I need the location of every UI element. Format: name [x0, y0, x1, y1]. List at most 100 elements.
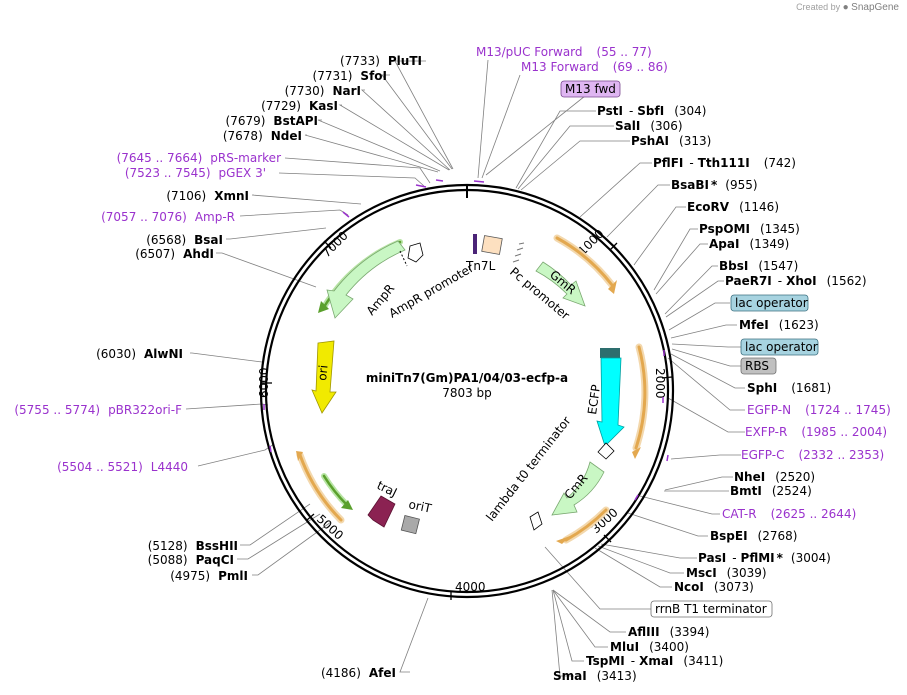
tick-marks: [262, 240, 673, 600]
enzyme-bspei: BspEI(2768): [710, 529, 797, 543]
enzyme-msci: MscI(3039): [686, 566, 767, 580]
enzyme-pspomi-name: PspOMI: [699, 222, 750, 236]
primer-pgex-3: (7523 .. 7545)pGEX 3': [125, 166, 266, 180]
orf-bands: [296, 234, 649, 544]
primer-pbr322ori-f-name: pBR322ori-F: [108, 403, 182, 417]
m13-fwd-box: [560, 80, 621, 98]
lac-operator-box-1: [730, 294, 809, 312]
enzyme-pmli-name: PmlI: [218, 569, 248, 583]
label-traj: traJ: [375, 478, 400, 500]
enzyme-sfoi: (7731)SfoI: [313, 69, 387, 83]
enzyme-bsabi: BsaBI*(955): [671, 178, 758, 192]
plasmid-size: 7803 bp: [442, 386, 492, 400]
boxed-labels: M13 fwd lac operator lac operator RBS rr…: [560, 80, 819, 618]
enzyme-kasi-name: KasI: [309, 99, 338, 113]
primer-prs-marker: (7645 .. 7664) pRS-marker: [117, 151, 281, 165]
credit-prefix: Created by: [796, 2, 841, 12]
enzyme-nari: (7730)NarI: [285, 84, 361, 98]
lambda-t0-terminator-arrow: [597, 442, 615, 460]
enzyme-ndei-name: NdeI: [271, 129, 302, 143]
enzyme-smai: SmaI(3413): [553, 669, 637, 683]
lac-operator-label-2: lac operator: [745, 340, 818, 354]
enzyme-tspmi-pos: (3411): [683, 654, 723, 668]
enzyme-alwni-name: AlwNI: [144, 347, 183, 361]
enzyme-alwni: (6030)AlwNI: [96, 347, 183, 361]
cmr-arrow: [551, 461, 605, 516]
enzyme-sphi-pos: (1681): [791, 381, 831, 395]
enzyme-mfei: MfeI(1623): [739, 318, 819, 332]
enzyme-kasi-pos: (7729): [261, 99, 301, 113]
enzyme-bsai-name: BsaI: [194, 233, 223, 247]
primer-egfp-c: EGFP-C(2332 .. 2353): [741, 448, 884, 462]
enzyme-pluti-pos: (7733): [340, 54, 380, 68]
rrnb-t1-terminator-arrow: [529, 511, 543, 531]
enzyme-afliii-name: AflIII: [628, 625, 660, 639]
enzyme-mlui: MluI(3400): [610, 640, 689, 654]
enzyme-sali-pos: (306): [650, 119, 682, 133]
enzyme-pflfi-name: PflFI: [653, 156, 683, 170]
enzyme-pspomi: PspOMI (1345): [699, 222, 800, 236]
primer-marks: [263, 179, 669, 501]
enzyme-pasi-sep: -: [732, 551, 736, 565]
enzyme-psti-pos: (304): [674, 104, 706, 118]
primer-labels: M13/pUC Forward(55 .. 77) M13 Forward(69…: [14, 45, 890, 521]
tick-6000: 6000: [257, 367, 271, 398]
enzyme-pspomi-pos: (1345): [760, 222, 800, 236]
primer-l4440-name: L4440: [151, 460, 188, 474]
primer-m13-forward: M13 Forward(69 .. 86): [521, 60, 668, 74]
rrnb-t1-terminator-label: rrnB T1 terminator: [655, 602, 767, 616]
enzyme-bstapi-pos: (7679): [226, 114, 266, 128]
enzyme-ahdi-name: AhdI: [183, 247, 214, 261]
primer-exfp-r-name: EXFP-R: [745, 425, 787, 439]
enzyme-xmni-pos: (7106): [166, 189, 206, 203]
enzyme-ahdi: (6507)AhdI: [135, 247, 214, 261]
enzyme-ncoi-pos: (3073): [714, 580, 754, 594]
enzyme-paer7i-name: PaeR7I: [725, 274, 772, 288]
primer-prs-marker-range: (7645 .. 7664): [117, 151, 203, 165]
lac-operator-label-1: lac operator: [735, 296, 808, 310]
enzyme-bsabi-name: BsaBI: [671, 178, 709, 192]
pc-box: [481, 235, 503, 255]
enzyme-paer7i-sep: -: [778, 274, 782, 288]
enzyme-pflfi-tth111i: PflFI-Tth111I(742): [653, 156, 796, 170]
enzyme-labels-right: PstI-SbfI(304) SalI(306) PshAI(313) PflF…: [553, 104, 867, 683]
enzyme-bmti: BmtI(2524): [730, 484, 812, 498]
label-orit: oriT: [407, 497, 433, 516]
enzyme-smai-name: SmaI: [553, 669, 587, 683]
enzyme-bsabi-pos: (955): [725, 178, 757, 192]
enzyme-nhei-pos: (2520): [775, 470, 815, 484]
enzyme-pflfi-pos: (742): [764, 156, 796, 170]
enzyme-apai-name: ApaI: [709, 237, 739, 251]
enzyme-afei-name: AfeI: [369, 666, 396, 680]
ampr-promoter-arrow: [407, 242, 424, 263]
enzyme-nari-name: NarI: [332, 84, 361, 98]
enzyme-afei-pos: (4186): [321, 666, 361, 680]
enzyme-pmli: (4975) PmlI: [170, 569, 248, 583]
enzyme-pshai: PshAI(313): [631, 134, 711, 148]
enzyme-pasi-pos: (3004): [791, 551, 831, 565]
enzyme-bbsi-pos: (1547): [758, 259, 798, 273]
primer-prs-marker-name: pRS-marker: [210, 151, 281, 165]
label-tn7l: Tn7L: [465, 259, 496, 273]
enzyme-paqci: (5088)PaqCI: [148, 553, 234, 567]
primer-cat-r: CAT-R(2625 .. 2644): [722, 507, 856, 521]
primer-egfp-n-name: EGFP-N: [747, 403, 791, 417]
enzyme-afliii-pos: (3394): [670, 625, 710, 639]
enzyme-pflfi-sep: -: [689, 156, 693, 170]
primer-amp-r: (7057 .. 7076)Amp-R: [101, 210, 235, 224]
enzyme-pflmi-mark: *: [777, 551, 784, 565]
enzyme-psti-name: PstI: [597, 104, 623, 118]
traj-arrow: [367, 495, 396, 528]
enzyme-sfoi-pos: (7731): [313, 69, 353, 83]
gmr-arrow: [535, 261, 586, 307]
enzyme-tspmi-name: TspMI: [586, 654, 625, 668]
credit-brand: SnapGene: [851, 2, 899, 13]
enzyme-apai-pos: (1349): [749, 237, 789, 251]
enzyme-ecorv: EcoRV(1146): [687, 200, 779, 214]
snapgene-logo-icon: ●: [842, 2, 849, 13]
enzyme-pmli-pos: (4975): [170, 569, 210, 583]
primer-m13-puc-forward: M13/pUC Forward(55 .. 77): [476, 45, 652, 59]
enzyme-mfei-name: MfeI: [739, 318, 769, 332]
primer-m13-puc-forward-name: M13/pUC Forward: [476, 45, 583, 59]
